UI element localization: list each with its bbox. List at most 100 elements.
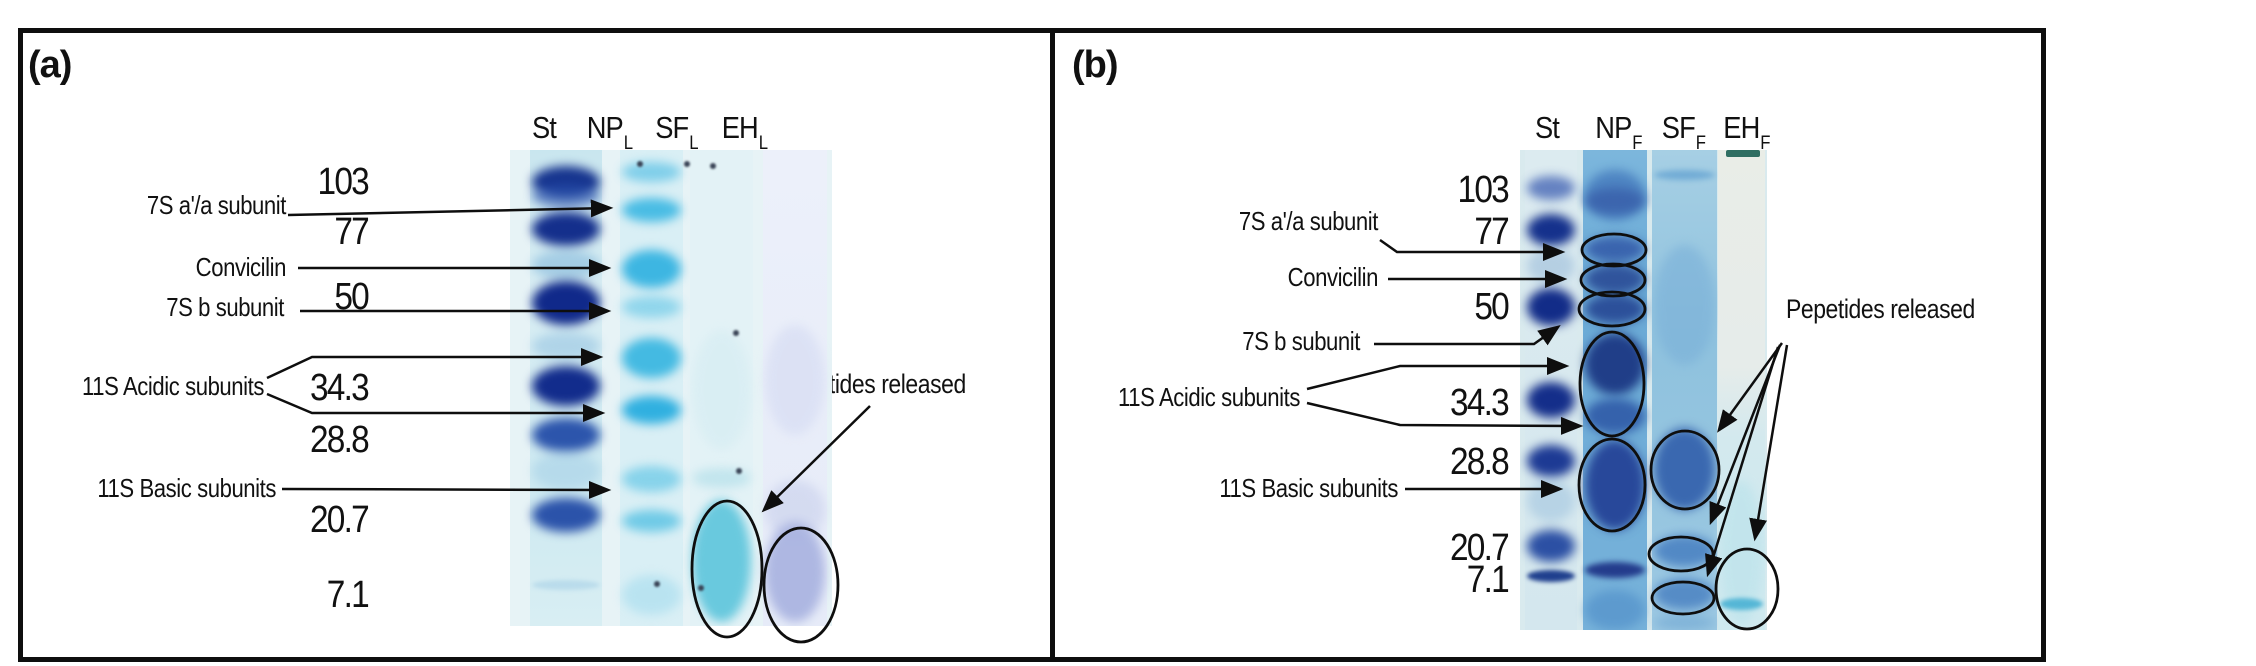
mw-marker: 103 <box>1457 169 1509 211</box>
gel-band <box>532 332 600 360</box>
lane-header-sf-b: SFF <box>1643 110 1722 153</box>
panel-b-label: (b) <box>1072 44 1119 86</box>
mw-marker: 20.7 <box>1449 527 1510 569</box>
gel-band <box>622 250 681 288</box>
gel-band <box>1527 214 1575 246</box>
annotation-11s-basic-b: 11S Basic subunits <box>1219 473 1398 503</box>
gel-band <box>532 452 600 490</box>
gel-band <box>1585 562 1645 578</box>
gel-band <box>622 510 681 532</box>
gel-band <box>1654 615 1715 630</box>
gel-band <box>532 250 600 280</box>
mw-marker: 28.8 <box>309 419 370 461</box>
gel-band <box>1527 480 1575 522</box>
mw-marker: 34.3 <box>309 367 370 409</box>
gel-band <box>1527 288 1575 326</box>
gel-speck <box>698 585 704 591</box>
annotation-11s-basic-a: 11S Basic subunits <box>97 473 276 503</box>
gel-band <box>1654 535 1715 567</box>
gel-lane-eh-a <box>763 150 827 626</box>
gel-lane-np-a <box>620 150 683 626</box>
mw-marker: 7.1 <box>1466 559 1510 601</box>
panel-divider <box>1050 28 1055 662</box>
annotation-7s-aa-a: 7S a'/a subunit <box>146 190 287 220</box>
annotation-convicilin-a: Convicilin <box>195 252 287 282</box>
gel-band <box>1654 170 1715 180</box>
gel-speck <box>684 161 690 167</box>
annotation-7s-aa-b: 7S a'/a subunit <box>1238 206 1379 236</box>
gel-lane-st-a <box>530 150 602 626</box>
gel-band <box>692 468 751 488</box>
gel-band <box>622 338 681 378</box>
mw-marker: 77 <box>1474 211 1509 253</box>
annotation-convicilin-b: Convicilin <box>1287 262 1379 292</box>
gel-band <box>1585 188 1645 214</box>
annotation-11s-acidic-b: 11S Acidic subunits <box>1118 382 1300 412</box>
mw-marker: 28.8 <box>1449 441 1510 483</box>
gel-band <box>1527 176 1575 200</box>
gel-band <box>1585 590 1645 630</box>
lane-header-text: NP <box>1595 110 1632 145</box>
gel-band <box>532 498 600 532</box>
gel-lane-sf-a <box>690 150 753 626</box>
annotation-7s-b-a: 7S b subunit <box>166 292 284 322</box>
gel-band <box>1527 530 1575 562</box>
panel-a-label: (a) <box>28 44 72 86</box>
lane-header-sub: L <box>758 133 768 155</box>
peptides-released-label-b: Pepetides released <box>1786 294 1975 324</box>
gel-band <box>765 325 825 435</box>
gel-speck <box>710 163 716 169</box>
gel-band <box>622 575 681 615</box>
annotation-7s-b-b: 7S b subunit <box>1242 326 1360 356</box>
gel-band <box>532 366 600 406</box>
lane-header-sub: L <box>689 133 698 155</box>
gel-image-a <box>510 150 832 626</box>
lane-header-eh-a: EHL <box>704 112 783 153</box>
gel-band <box>1585 236 1645 262</box>
gel-band <box>1654 578 1715 610</box>
lane-header-sf-a: SFL <box>636 110 715 153</box>
gel-band <box>1527 570 1575 582</box>
lane-header-st-a: St <box>504 112 583 149</box>
gel-band <box>622 162 681 182</box>
gel-band <box>532 418 600 452</box>
gel-well-mark <box>1726 150 1760 157</box>
gel-speck <box>654 581 660 587</box>
gel-band <box>622 396 681 424</box>
lane-header-text: St <box>1534 110 1560 145</box>
gel-speck <box>637 161 643 167</box>
lane-header-eh-b: EHF <box>1706 112 1785 153</box>
lane-header-text: SF <box>1661 110 1696 145</box>
gel-band <box>1527 445 1575 477</box>
annotation-11s-acidic-a: 11S Acidic subunits <box>82 371 265 401</box>
lane-header-sub: F <box>1632 133 1642 155</box>
gel-speck <box>733 330 739 336</box>
gel-band <box>622 198 681 222</box>
gel-lane-np-b <box>1583 150 1647 630</box>
gel-band <box>1720 598 1763 610</box>
mw-marker: 77 <box>334 211 369 253</box>
mw-marker: 20.7 <box>309 499 370 541</box>
lane-header-text: SF <box>655 110 689 145</box>
gel-band <box>1654 428 1715 510</box>
gel-band <box>1585 440 1645 530</box>
mw-marker: 50 <box>1474 286 1509 328</box>
gel-lane-eh-b <box>1718 150 1765 630</box>
lane-header-np-b: NPF <box>1578 110 1657 153</box>
gel-band <box>765 522 825 622</box>
lane-header-st-b: St <box>1507 112 1586 149</box>
gel-lane-sf-b <box>1652 150 1717 630</box>
mw-marker: 34.3 <box>1449 382 1510 424</box>
gel-band <box>692 330 751 450</box>
gel-lane-st-b <box>1525 150 1577 630</box>
gel-band <box>622 296 681 318</box>
lane-header-sub: L <box>623 133 633 155</box>
gel-speck <box>736 468 742 474</box>
gel-band <box>532 580 600 590</box>
mw-marker: 50 <box>334 276 369 318</box>
lane-header-sub: F <box>1695 133 1706 155</box>
gel-band <box>532 281 600 325</box>
gel-band <box>1527 382 1575 418</box>
gel-band <box>1585 398 1645 434</box>
